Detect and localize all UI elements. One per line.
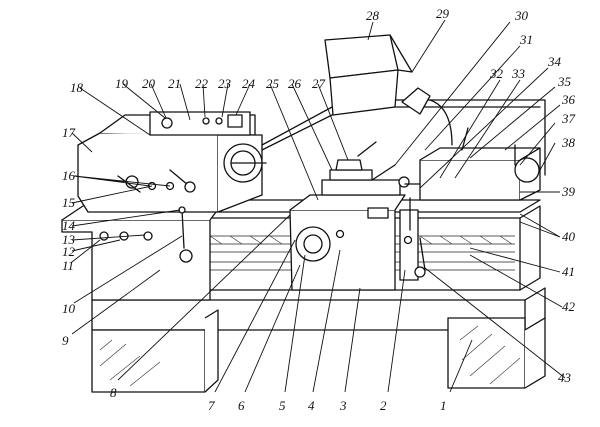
label-3: 3	[339, 398, 347, 413]
label-23: 23	[218, 76, 232, 91]
label-29: 29	[436, 6, 450, 21]
label-24: 24	[242, 76, 256, 91]
label-18: 18	[70, 80, 84, 95]
label-36: 36	[561, 92, 576, 107]
label-1: 1	[440, 398, 447, 413]
leader-lines	[71, 19, 566, 393]
label-39: 39	[561, 184, 576, 199]
label-8: 8	[110, 385, 117, 400]
label-30: 30	[514, 8, 529, 23]
label-34: 34	[547, 54, 562, 69]
label-13: 13	[62, 232, 76, 247]
label-21: 21	[168, 76, 181, 91]
label-22: 22	[195, 76, 209, 91]
label-10: 10	[62, 301, 76, 316]
tailstock	[404, 144, 541, 201]
label-25: 25	[266, 76, 280, 91]
label-9: 9	[62, 333, 69, 348]
carriage-apron	[289, 141, 426, 291]
label-38: 38	[561, 135, 576, 150]
label-12: 12	[62, 244, 76, 259]
label-35: 35	[557, 74, 572, 89]
label-42: 42	[562, 299, 576, 314]
label-2: 2	[380, 398, 387, 413]
label-19: 19	[115, 76, 129, 91]
label-37: 37	[561, 111, 576, 126]
headstock	[77, 111, 267, 213]
label-28: 28	[366, 8, 380, 23]
lathe-base	[91, 287, 546, 393]
protective-screen	[324, 34, 413, 116]
label-27: 27	[312, 76, 326, 91]
label-26: 26	[288, 76, 302, 91]
label-40: 40	[562, 229, 576, 244]
work-lamp	[401, 87, 469, 151]
label-5: 5	[279, 398, 286, 413]
label-11: 11	[62, 258, 74, 273]
label-20: 20	[142, 76, 156, 91]
label-4: 4	[308, 398, 315, 413]
label-32: 32	[489, 66, 504, 81]
label-41: 41	[562, 264, 575, 279]
label-43: 43	[558, 370, 572, 385]
label-17: 17	[62, 125, 76, 140]
label-7: 7	[208, 398, 215, 413]
callout-labels: 1 2 3 4 5 6 7 8 9 10 11 12 13 14 15 16 1…	[62, 6, 576, 413]
label-16: 16	[62, 168, 76, 183]
label-14: 14	[62, 218, 76, 233]
label-33: 33	[511, 66, 526, 81]
label-31: 31	[519, 32, 533, 47]
label-15: 15	[62, 195, 76, 210]
label-6: 6	[238, 398, 245, 413]
